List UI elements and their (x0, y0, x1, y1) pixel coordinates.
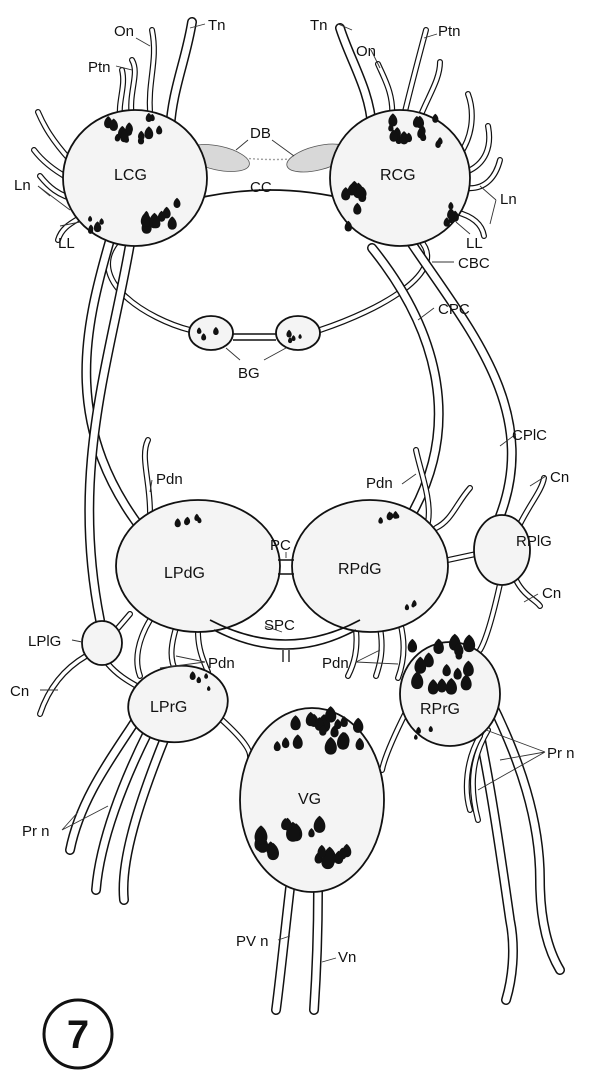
label-rprg: RPrG (420, 701, 460, 718)
label-lcg: LCG (114, 167, 147, 184)
label-ptn-left: Ptn (88, 59, 111, 76)
right-pleural-ganglion (474, 515, 530, 585)
label-vg: VG (298, 791, 321, 808)
label-cn-left: Cn (10, 683, 29, 700)
buccal-ganglion-right (276, 316, 320, 350)
label-ptn-right: Ptn (438, 23, 461, 40)
pleuro-pedal-link-left (118, 614, 130, 628)
cutaneous-nerve-left (40, 656, 86, 714)
label-pvn: PV n (236, 933, 269, 950)
label-cbc: CBC (458, 255, 490, 272)
buccal-ganglion-left (189, 316, 233, 350)
label-db: DB (250, 125, 271, 142)
neuron-cell (325, 706, 336, 722)
neuron-cell (414, 734, 418, 739)
parietal-visceral-connective-right (382, 712, 406, 770)
left-pleural-ganglion (82, 621, 122, 665)
label-ll-right: LL (466, 235, 483, 252)
label-vn: Vn (338, 949, 356, 966)
label-cn-right-top: Cn (550, 469, 569, 486)
label-pdn-left-top: Pdn (156, 471, 183, 488)
label-pc: PC (270, 537, 291, 554)
label-ll-left: LL (58, 235, 75, 252)
label-pdn-right-bottom: Pdn (322, 655, 349, 672)
label-pdn-left-bottom: Pdn (208, 655, 235, 672)
label-cn-right-bottom: Cn (542, 585, 561, 602)
label-prn-right: Pr n (547, 745, 575, 762)
label-spc: SPC (264, 617, 295, 634)
neuron-cell (463, 635, 475, 653)
label-prn-left: Pr n (22, 823, 50, 840)
label-tn-right: Tn (310, 17, 328, 34)
label-lpdg: LPdG (164, 565, 205, 582)
label-cplc: CPlC (512, 427, 547, 444)
visceral-nerve (314, 890, 318, 1010)
figure-number: 7 (67, 1013, 89, 1057)
label-lprg: LPrG (150, 699, 187, 716)
label-cc: CC (250, 179, 272, 196)
cutaneous-nerve-left-outline (40, 656, 86, 714)
neuron-cell (433, 639, 444, 654)
label-rplg: RPlG (516, 533, 552, 550)
label-pdn-right-top: Pdn (366, 475, 393, 492)
neuron-cell (408, 639, 417, 653)
label-rcg: RCG (380, 167, 416, 184)
label-rpdg: RPdG (338, 561, 382, 578)
label-ln-right: Ln (500, 191, 517, 208)
label-bg: BG (238, 365, 260, 382)
label-tn-left: Tn (208, 17, 226, 34)
label-lplg: LPlG (28, 633, 61, 650)
label-cpc: CPC (438, 301, 470, 318)
lip-nerve-right-3 (466, 160, 500, 188)
pedal-nerve-right-bottom-1 (348, 630, 357, 676)
label-on-right: On (356, 43, 376, 60)
neuron-cell (353, 718, 363, 733)
figure-number-badge: 7 (44, 1000, 112, 1068)
cutaneous-nerve-right-bottom (516, 580, 540, 606)
label-ln-left: Ln (14, 177, 31, 194)
tentacular-nerve-left (170, 22, 192, 130)
neuron-cell (432, 114, 438, 123)
label-on-left: On (114, 23, 134, 40)
